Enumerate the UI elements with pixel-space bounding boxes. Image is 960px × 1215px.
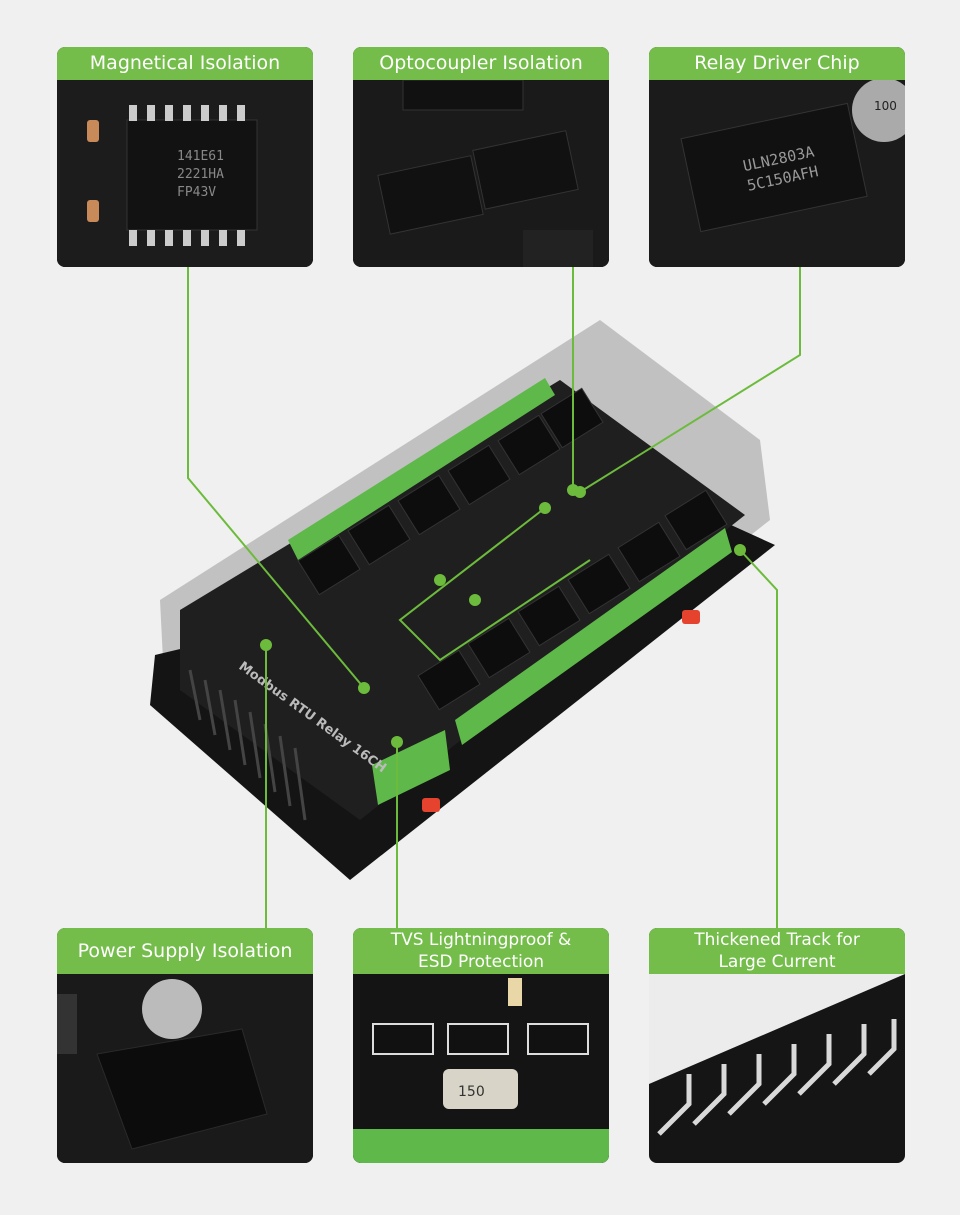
callout-title: Relay Driver Chip <box>649 47 905 80</box>
relay-driver-photo: ULN2803A 5C150AFH 100 <box>649 80 905 267</box>
callout-title-line: Thickened Track for <box>694 930 860 950</box>
relays <box>297 387 728 711</box>
callout-title-line: Large Current <box>718 952 836 972</box>
callout-optocoupler-isolation: Optocoupler Isolation <box>353 47 609 267</box>
callout-title-line: TVS Lightningproof & <box>390 930 572 950</box>
terminal-block-bottom <box>455 528 732 745</box>
thick-track-photo <box>649 974 905 1163</box>
callout-title: Magnetical Isolation <box>57 47 313 80</box>
tvs-tube-label: 150 <box>458 1084 485 1100</box>
callout-title: Thickened Track for Large Current <box>649 928 905 974</box>
callout-thickened-track: Thickened Track for Large Current <box>649 928 905 1163</box>
power-isolation-photo <box>57 974 313 1163</box>
callout-title: Power Supply Isolation <box>57 928 313 974</box>
optocoupler-photo <box>353 80 609 267</box>
din-clip <box>422 798 440 812</box>
heatsink <box>188 669 307 821</box>
terminal-block-power <box>372 730 450 805</box>
leader-dots <box>260 484 746 748</box>
din-clip <box>682 610 700 624</box>
callout-title-line: ESD Protection <box>417 952 545 972</box>
callout-power-supply-isolation: Power Supply Isolation <box>57 928 313 1163</box>
pcb-board <box>180 380 745 820</box>
callout-relay-driver-chip: Relay Driver Chip ULN2803A 5C150AFH 100 <box>649 47 905 267</box>
callout-title: Optocoupler Isolation <box>353 47 609 80</box>
magnetic-isolator-photo: 141E61 2221HA FP43V <box>57 80 313 267</box>
capacitor-label: 100 <box>874 99 897 113</box>
tvs-photo: 150 <box>353 974 609 1163</box>
callout-title: TVS Lightningproof & ESD Protection <box>353 928 609 974</box>
callout-magnetical-isolation: Magnetical Isolation 141E61 2221HA FP43V <box>57 47 313 267</box>
terminal-block-top <box>288 378 555 560</box>
leader-lines <box>187 267 801 928</box>
chip-line: 2221HA <box>177 167 224 182</box>
chip-line: FP43V <box>177 185 216 200</box>
chip-line: 141E61 <box>177 149 224 164</box>
callout-tvs-esd-protection: TVS Lightningproof & ESD Protection 150 <box>353 928 609 1163</box>
